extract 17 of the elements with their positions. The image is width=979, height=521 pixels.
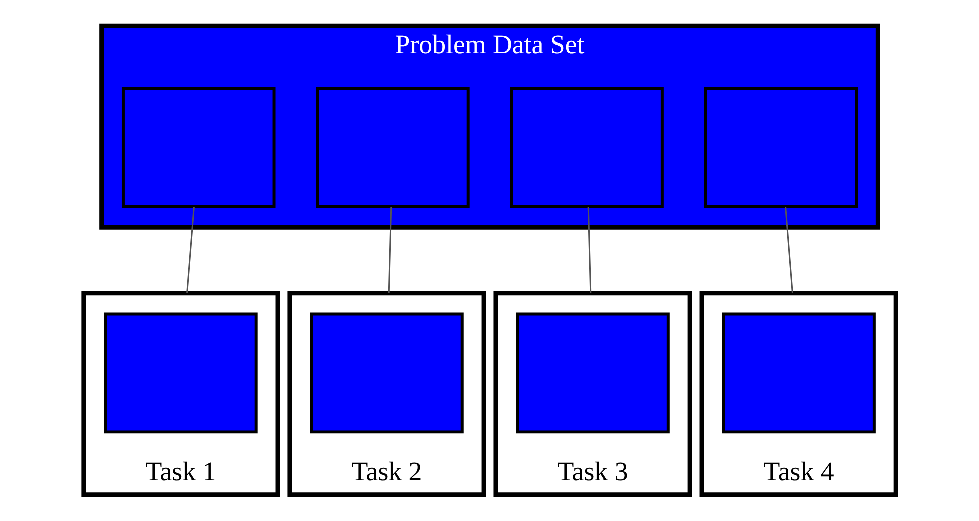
node-box	[316, 87, 470, 208]
cluster: Task 2	[287, 291, 486, 498]
node-box	[104, 312, 258, 434]
cluster: Problem Data Set	[99, 24, 880, 230]
node-box	[510, 87, 664, 208]
connector	[388, 207, 392, 294]
connector	[186, 207, 194, 294]
connector	[587, 207, 592, 294]
node-box	[722, 312, 876, 434]
node-box	[121, 87, 276, 208]
connector	[784, 207, 793, 294]
node-box	[516, 312, 670, 434]
node-box	[704, 87, 858, 208]
node-box	[310, 312, 464, 434]
cluster: Task 1	[81, 291, 280, 498]
cluster: Task 4	[699, 291, 898, 498]
cluster: Task 3	[493, 291, 692, 498]
